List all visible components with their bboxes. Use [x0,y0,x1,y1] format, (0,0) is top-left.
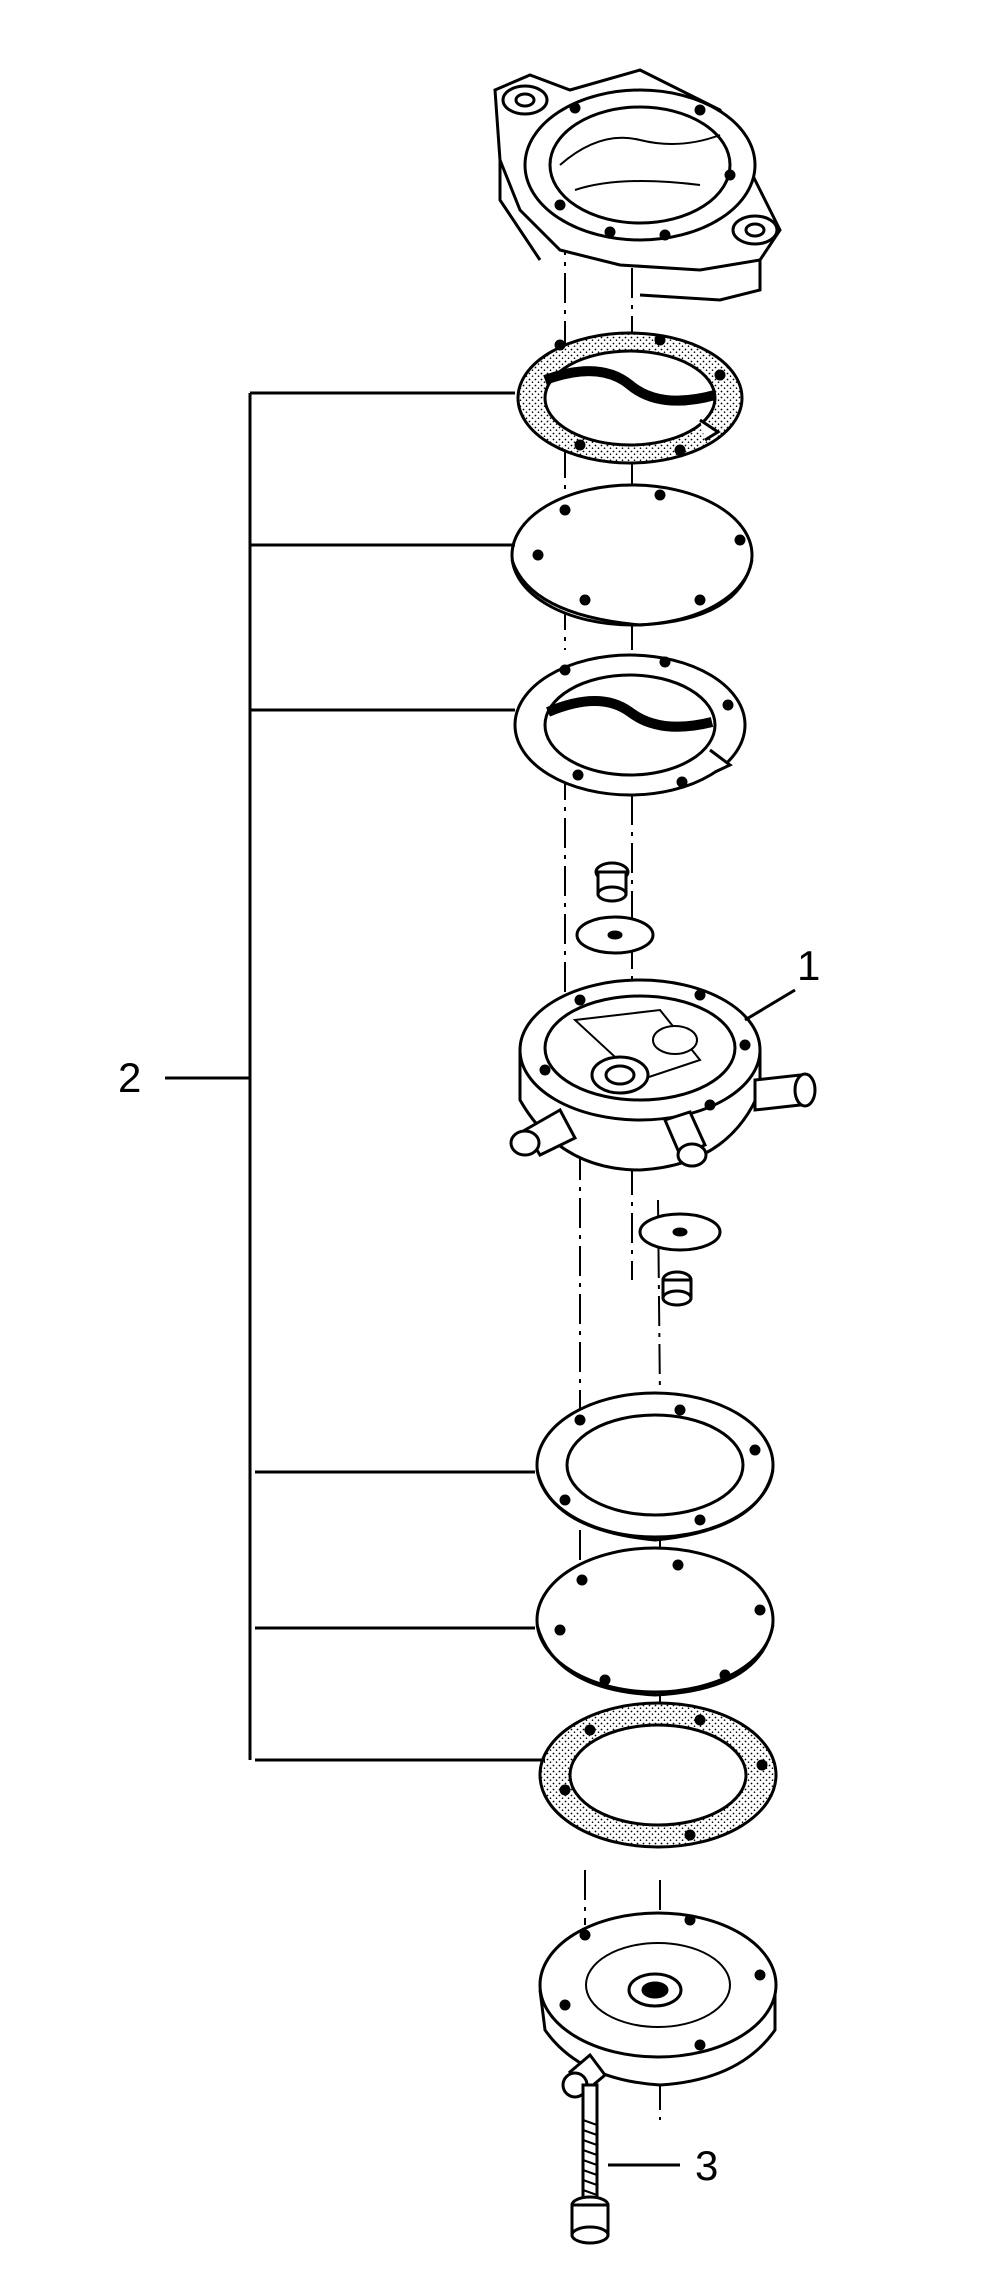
diaphragm-lower [535,1546,775,1697]
callout-label-2: 2 [118,1054,141,1101]
lower-valve-screw [638,1212,722,1307]
gasket-lower [535,1391,775,1542]
bottom-cover [538,1911,778,2099]
diaphragm-upper [510,483,754,627]
callout-label-1: 1 [797,942,820,989]
bolt [570,2083,610,2245]
gasket-middle [513,653,747,797]
callout-2-bracket [165,391,545,1762]
pump-body [509,978,817,1172]
gasket-upper [516,331,744,465]
gasket-bottom [538,1701,778,1849]
upper-valve-screw [575,861,655,955]
top-cover [493,68,782,302]
callout-label-3: 3 [695,2142,718,2189]
callout-leaders [608,988,796,2167]
